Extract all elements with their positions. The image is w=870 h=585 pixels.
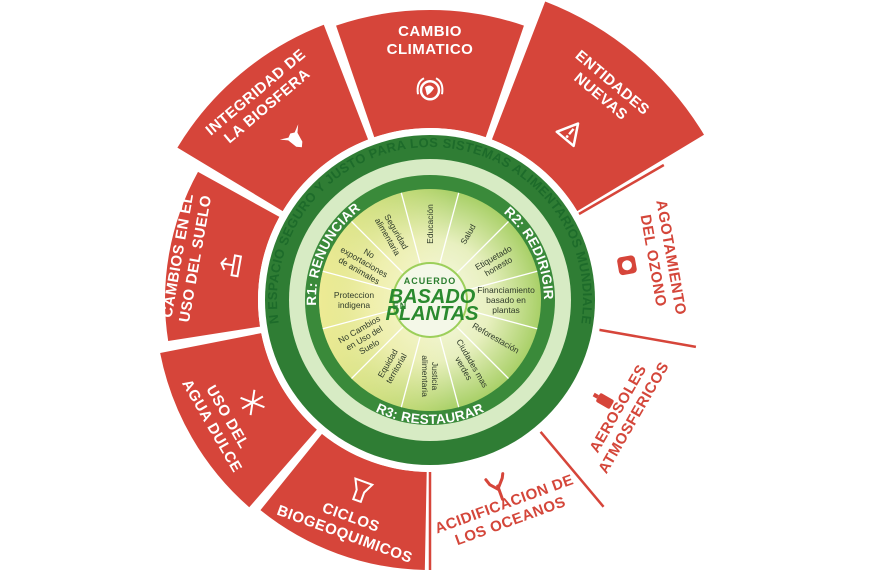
fertilizer-icon (351, 477, 375, 504)
boundary-sector (160, 333, 317, 508)
spoke-label-line: alimentaria (420, 355, 430, 397)
warning-icon (555, 122, 580, 148)
spoke-label-line: Proteccion (334, 290, 374, 300)
spoke-divider (466, 309, 538, 330)
boundary-sector (260, 433, 427, 570)
spoke-divider (400, 336, 421, 408)
spoke-label-line: No (362, 246, 377, 260)
spoke-label-line: plantas (492, 305, 519, 315)
globe-fire-icon (416, 77, 444, 101)
spoke-divider (439, 192, 460, 264)
spoke-divider (456, 221, 509, 274)
spoke-divider (322, 309, 394, 330)
spoke-label-line: Financiamiento (477, 285, 535, 295)
center-line-acuerdo: ACUERDO (404, 276, 457, 286)
tree-cut-icon (220, 254, 243, 278)
safe-dividers (428, 163, 697, 570)
ozone-icon (617, 255, 637, 276)
center-line-basado: BASADO (389, 286, 476, 308)
animal-icon (279, 124, 303, 148)
spoke-divider (351, 221, 404, 274)
spoke-divider (456, 326, 509, 379)
boundary-sector (177, 24, 369, 212)
spoke-divider (351, 326, 404, 379)
coral-icon (484, 472, 505, 501)
boundary-sector (336, 9, 524, 138)
center-inner (394, 264, 466, 336)
spoke-divider (400, 192, 421, 264)
boundary-sector (491, 1, 705, 212)
center-line-en: EN (393, 301, 408, 311)
center-line-plantas: PLANTAS (386, 303, 480, 325)
aerosol-icon (592, 392, 614, 409)
boundary-label-line: CAMBIO (398, 23, 462, 40)
water-icon (240, 389, 265, 416)
spoke-divider (322, 270, 394, 291)
spoke-label-line: Educación (425, 204, 435, 244)
spoke-label-line: indigena (338, 300, 370, 310)
spoke-label-line: Justicia (430, 362, 440, 391)
boundary-label-line: CLIMATICO (387, 41, 474, 58)
spoke-label-line: basado en (486, 295, 526, 305)
boundary-sector (164, 171, 280, 341)
spoke-divider (439, 336, 460, 408)
spoke-label: Educación (425, 204, 435, 244)
spoke-divider (466, 270, 538, 291)
